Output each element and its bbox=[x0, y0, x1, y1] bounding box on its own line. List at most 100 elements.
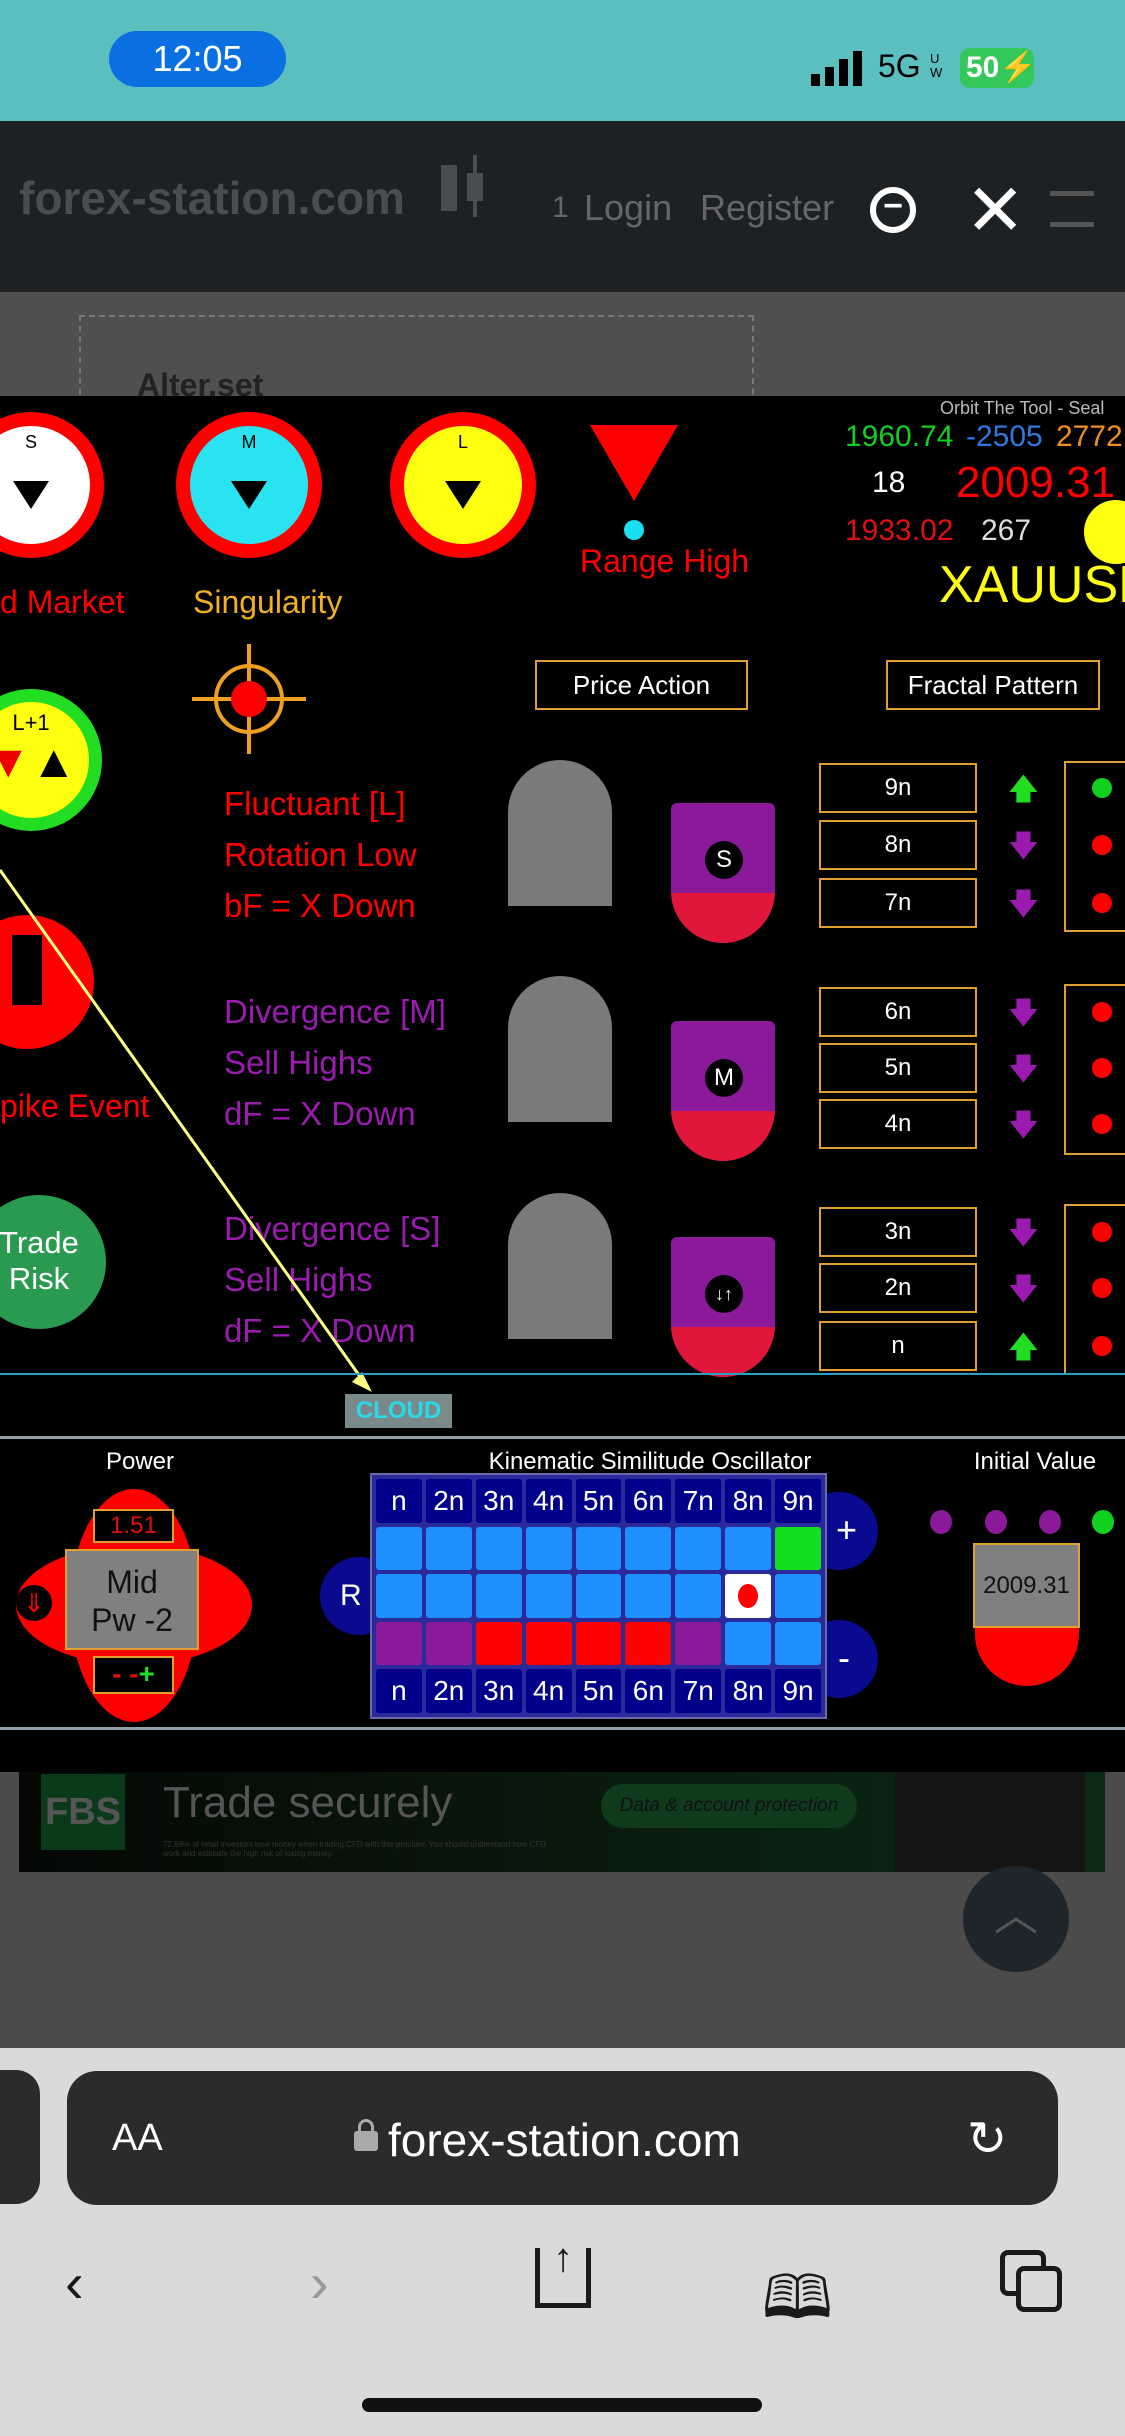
price-action-shape-m bbox=[508, 976, 612, 1122]
candlestick-icon bbox=[435, 151, 497, 221]
arrow-up-icon: 🡅 bbox=[1008, 1331, 1039, 1364]
kso-cell bbox=[425, 1526, 472, 1571]
fractal-level-6n: 6n bbox=[819, 987, 977, 1037]
status-bar: 12:05 5G UW 50⚡ bbox=[0, 0, 1125, 121]
kso-cell bbox=[475, 1526, 522, 1571]
site-logo[interactable]: forex-station.com bbox=[19, 172, 405, 224]
l-circle: L bbox=[390, 412, 536, 558]
kso-footer-3n: 3n bbox=[475, 1669, 522, 1713]
kso-cell bbox=[675, 1574, 722, 1618]
site-header: forex-station.com 1 Login Register − ✕ bbox=[0, 121, 1125, 292]
fractal-level-4n: 4n bbox=[819, 1099, 977, 1149]
spike-event-label: pike Event bbox=[0, 1088, 150, 1124]
forward-icon[interactable]: › bbox=[310, 2251, 329, 2314]
arrow-down-icon: 🡇 bbox=[1008, 997, 1039, 1030]
kso-footer-n: n bbox=[376, 1669, 422, 1713]
scroll-top-button[interactable]: ︿ bbox=[963, 1866, 1069, 1972]
kso-cell bbox=[475, 1621, 522, 1666]
signal-icon bbox=[811, 50, 871, 86]
kso-cell bbox=[376, 1526, 422, 1571]
kso-footer-9n: 9n bbox=[775, 1669, 821, 1713]
login-link[interactable]: Login bbox=[584, 187, 673, 228]
kso-cell bbox=[725, 1526, 772, 1571]
kso-cell bbox=[575, 1621, 622, 1666]
back-icon[interactable]: ‹ bbox=[65, 2251, 84, 2314]
arrow-down-icon: 🡇 bbox=[1008, 1109, 1039, 1142]
reload-icon[interactable]: ↻ bbox=[967, 2113, 1008, 2166]
kso-cell bbox=[625, 1621, 672, 1666]
badge-s: S bbox=[671, 803, 775, 943]
fractal-status-dot bbox=[1092, 1222, 1112, 1242]
share-icon[interactable]: ↑ bbox=[535, 2238, 591, 2308]
close-icon[interactable]: ✕ bbox=[965, 171, 1026, 251]
bookmarks-icon[interactable]: 🕮 bbox=[762, 2264, 833, 2331]
current-price: 2009.31 bbox=[956, 458, 1116, 507]
fractal-level-2n: 2n bbox=[819, 1263, 977, 1313]
lock-icon bbox=[354, 2119, 378, 2151]
price-action-button[interactable]: Price Action bbox=[535, 660, 748, 710]
arrow-down-icon: 🡇 bbox=[1008, 1273, 1039, 1306]
url-text[interactable]: forex-station.com bbox=[388, 2114, 741, 2166]
kso-footer-4n: 4n bbox=[525, 1669, 572, 1713]
fractal-pattern-button[interactable]: Fractal Pattern bbox=[886, 660, 1100, 710]
market-label: d Market bbox=[0, 584, 125, 620]
kso-cell bbox=[525, 1621, 572, 1666]
reader-aa-button[interactable]: AA bbox=[112, 2117, 163, 2159]
fractal-dots-box-3 bbox=[1064, 1204, 1125, 1375]
power-trend-box: - -+ bbox=[93, 1656, 174, 1694]
kso-footer-2n: 2n bbox=[425, 1669, 472, 1713]
fractal-status-dot bbox=[1092, 893, 1112, 913]
previous-tab-pill[interactable] bbox=[0, 2070, 40, 2204]
kso-header-5n: 5n bbox=[575, 1479, 622, 1523]
cloud-label: CLOUD bbox=[345, 1394, 452, 1428]
kso-cell bbox=[725, 1574, 772, 1618]
kso-header-8n: 8n bbox=[725, 1479, 772, 1523]
ad-title: Trade securely bbox=[163, 1778, 453, 1827]
kso-footer-6n: 6n bbox=[625, 1669, 672, 1713]
value-2505: -2505 bbox=[966, 420, 1043, 453]
tabs-icon[interactable] bbox=[1000, 2250, 1064, 2314]
address-bar[interactable]: AA forex-station.com ↻ bbox=[67, 2071, 1058, 2205]
network-sub: UW bbox=[930, 51, 943, 80]
fbs-ad-banner[interactable]: FBS Trade securely 72.69% of retail inve… bbox=[19, 1772, 1105, 1872]
indicator-panel: S M L d Market Singularity Range High Or… bbox=[0, 396, 1125, 1772]
fractal-status-dot bbox=[1092, 1336, 1112, 1356]
kso-cell bbox=[775, 1574, 821, 1618]
ad-phone-image bbox=[895, 1772, 1085, 1872]
kso-cell bbox=[625, 1526, 672, 1571]
fractal-level-9n: 9n bbox=[819, 763, 977, 813]
kso-cell bbox=[525, 1526, 572, 1571]
kso-cell bbox=[575, 1526, 622, 1571]
cloud-pointer-line bbox=[0, 869, 372, 1392]
zoom-out-icon[interactable]: − bbox=[870, 187, 916, 233]
kso-header-4n: 4n bbox=[525, 1479, 572, 1523]
menu-icon[interactable] bbox=[1050, 191, 1094, 227]
value-267: 267 bbox=[981, 514, 1032, 547]
time: 12:05 bbox=[109, 31, 286, 87]
register-link[interactable]: Register bbox=[700, 187, 835, 228]
orbit-tool-label: Orbit The Tool - Seal bbox=[940, 398, 1105, 418]
ad-cta-button[interactable]: Data & account protection bbox=[601, 1784, 857, 1828]
fractal-level-n: n bbox=[819, 1321, 977, 1371]
kso-cell bbox=[675, 1526, 722, 1571]
divider bbox=[0, 1436, 1125, 1439]
kso-footer-5n: 5n bbox=[575, 1669, 622, 1713]
kso-header-9n: 9n bbox=[775, 1479, 821, 1523]
arrow-up-icon: 🡅 bbox=[1008, 773, 1039, 806]
value-18: 18 bbox=[872, 466, 906, 499]
arrow-down-icon: 🡇 bbox=[1008, 888, 1039, 921]
fractal-status-dot bbox=[1092, 778, 1112, 798]
kso-cell bbox=[625, 1574, 672, 1618]
initial-dot bbox=[1039, 1510, 1061, 1534]
fractal-dots-box-2 bbox=[1064, 984, 1125, 1155]
fractal-status-dot bbox=[1092, 1114, 1112, 1134]
s-circle: S bbox=[0, 412, 104, 558]
kso-cell bbox=[775, 1621, 821, 1666]
crosshair-icon bbox=[192, 644, 306, 754]
